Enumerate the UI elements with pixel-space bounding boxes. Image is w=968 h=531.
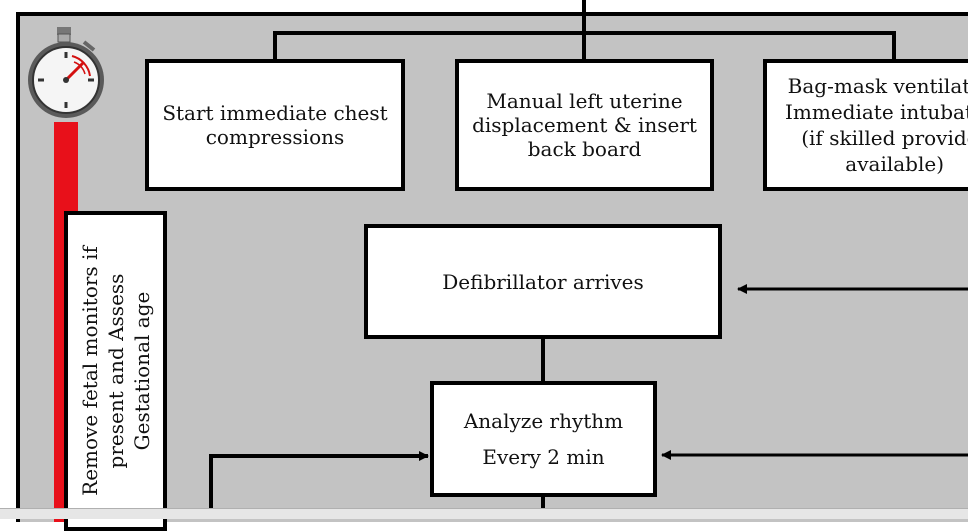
uterine-displacement-line-3: back board xyxy=(527,137,642,161)
defibrillator-label: Defibrillator arrives xyxy=(442,269,644,294)
viewer-bottom-strip xyxy=(0,508,968,519)
fetal-monitors-line-1: Remove fetal monitors if xyxy=(77,246,102,496)
arrow-into-rhythm-left xyxy=(209,451,429,518)
uterine-displacement-line-2: displacement & insert xyxy=(472,113,697,137)
defibrillator-box: Defibrillator arrives xyxy=(364,224,722,339)
analyze-rhythm-box: Analyze rhythm Every 2 min xyxy=(430,381,657,497)
airway-line-4: available) xyxy=(845,152,944,176)
airway-line-1: Bag-mask ventilation xyxy=(787,74,968,98)
chest-compressions-line-2: compressions xyxy=(205,125,345,149)
uterine-displacement-box: Manual left uterine displacement & inser… xyxy=(455,59,714,191)
stopwatch-icon xyxy=(28,27,104,118)
chest-compressions-box: Start immediate chest compressions xyxy=(145,59,405,191)
chest-compressions-line-1: Start immediate chest xyxy=(162,101,388,125)
fetal-monitors-line-3: Gestational age xyxy=(129,291,154,451)
analyze-rhythm-line-2: Every 2 min xyxy=(482,445,605,469)
connector-lines xyxy=(28,0,968,518)
fetal-monitors-line-2: present and Assess xyxy=(103,273,128,469)
analyze-rhythm-line-1: Analyze rhythm xyxy=(463,409,624,433)
airway-box: Bag-mask ventilation Immediate intubatio… xyxy=(763,59,968,191)
fetal-monitors-box: Remove fetal monitors if present and Ass… xyxy=(64,211,167,531)
airway-line-3: (if skilled provider xyxy=(801,126,968,150)
airway-line-2: Immediate intubation xyxy=(785,100,968,124)
uterine-displacement-line-1: Manual left uterine xyxy=(486,89,683,113)
